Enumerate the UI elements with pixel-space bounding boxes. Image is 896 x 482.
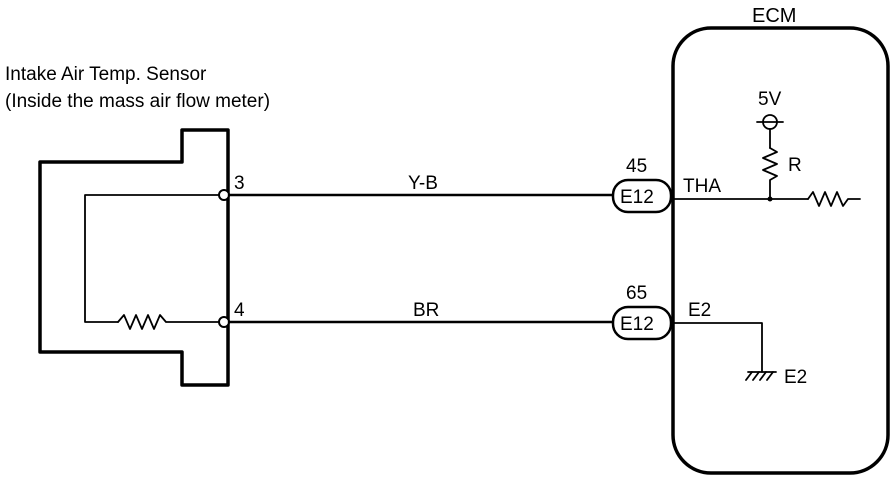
sensor-housing bbox=[38, 128, 230, 387]
ecm-ground-e2: E2 bbox=[784, 367, 807, 388]
wire-br-label: BR bbox=[413, 300, 439, 321]
connector-e12-bottom bbox=[611, 305, 673, 341]
connector-e12-top bbox=[611, 178, 673, 214]
sensor-pin-4-terminal bbox=[218, 316, 230, 328]
ecm-supply-5v: 5V bbox=[758, 89, 782, 110]
sensor-title-line2: (Inside the mass air flow meter) bbox=[5, 91, 270, 112]
ecm-resistor-r: R bbox=[788, 155, 802, 176]
ecm-title: ECM bbox=[752, 5, 796, 27]
pullup-resistor-r bbox=[762, 147, 778, 200]
connector-top-code: E12 bbox=[620, 187, 654, 208]
junction-dot bbox=[767, 196, 773, 202]
connector-top-pin: 45 bbox=[626, 156, 647, 177]
sensor-pin-4-label: 4 bbox=[234, 300, 245, 321]
e2-line bbox=[672, 322, 763, 373]
sensor-pin-3-terminal bbox=[218, 189, 230, 201]
connector-bottom-code: E12 bbox=[620, 314, 654, 335]
connector-bottom-pin: 65 bbox=[626, 283, 647, 304]
ecm-signal-e2: E2 bbox=[688, 300, 711, 321]
ecm-input-resistor bbox=[807, 191, 861, 207]
wire-yb-label: Y-B bbox=[408, 173, 438, 194]
sensor-title-line1: Intake Air Temp. Sensor bbox=[5, 64, 207, 85]
ecm-box bbox=[671, 26, 890, 475]
sensor-thermistor bbox=[117, 314, 225, 330]
ecm-signal-tha: THA bbox=[683, 176, 721, 197]
ground-icon bbox=[745, 371, 774, 381]
sensor-pin-3-label: 3 bbox=[234, 173, 245, 194]
sensor-internal-wire bbox=[84, 194, 225, 323]
